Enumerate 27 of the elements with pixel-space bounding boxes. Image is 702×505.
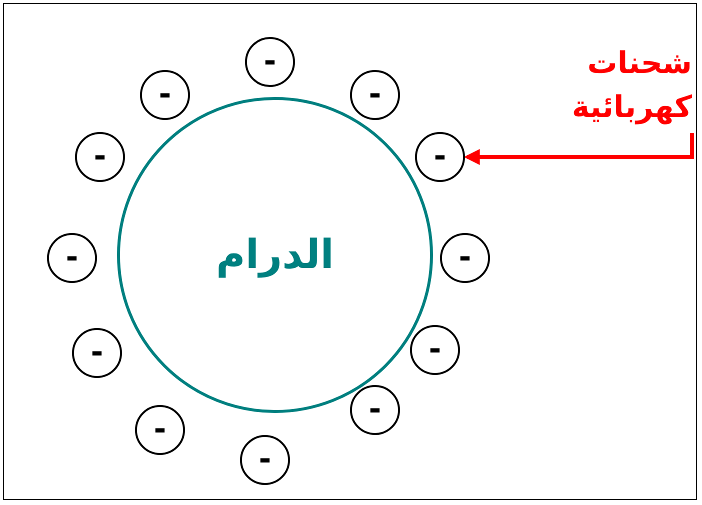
minus-sign: - — [368, 80, 382, 110]
minus-sign: - — [458, 243, 472, 273]
minus-sign: - — [94, 142, 106, 172]
minus-sign: - — [258, 445, 272, 475]
minus-sign: - — [264, 47, 276, 77]
minus-sign: - — [434, 142, 446, 172]
charge-circle — [350, 385, 400, 435]
minus-sign: - — [154, 415, 166, 445]
minus-sign: - — [428, 335, 442, 365]
charge-circle — [240, 435, 290, 485]
charge-circle — [410, 325, 460, 375]
minus-sign: - — [90, 338, 104, 368]
drum-label: الدرام — [216, 232, 334, 278]
charge-circle — [440, 233, 490, 283]
charge-circle — [415, 132, 465, 182]
callout-text: شحنات كهربائية — [570, 44, 692, 126]
charge-circle — [72, 328, 122, 378]
minus-sign: - — [66, 243, 78, 273]
charge-circle — [350, 70, 400, 120]
charge-circle — [135, 405, 185, 455]
charge-circle — [75, 132, 125, 182]
minus-sign: - — [368, 395, 382, 425]
charge-circle — [140, 70, 190, 120]
minus-sign: - — [158, 80, 172, 110]
arrow — [464, 133, 694, 165]
charge-circle — [47, 233, 97, 283]
charge-circle — [245, 37, 295, 87]
